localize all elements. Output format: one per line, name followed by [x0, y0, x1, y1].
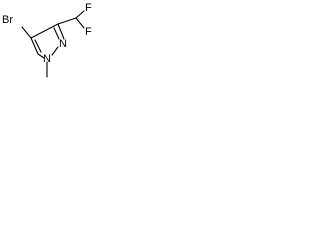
atom-bromine: Br — [2, 14, 13, 26]
bond-n1-c5 — [37, 53, 45, 59]
bond-c3-chf2 — [57, 17, 77, 25]
atom-fluorine-upper: F — [85, 2, 92, 14]
bond-n2-n1 — [51, 46, 59, 56]
bond-c3-n2 — [57, 23, 65, 40]
atom-fluorine-lower: F — [85, 26, 92, 38]
bond-c4-c5 — [30, 37, 39, 55]
bond-chf2-f-lower — [75, 17, 85, 29]
bond-c4-br — [21, 26, 32, 39]
bond-c3-n2-inner — [53, 27, 60, 40]
bond-c4-c3 — [30, 23, 59, 39]
atom-nitrogen-ring: N — [59, 38, 67, 50]
bond-chf2-f-upper — [75, 10, 85, 19]
atom-nitrogen-methyl: N — [43, 53, 51, 65]
bond-c4-c5-inner — [34, 39, 42, 53]
chemical-structure: Br F F N N — [2, 2, 92, 78]
